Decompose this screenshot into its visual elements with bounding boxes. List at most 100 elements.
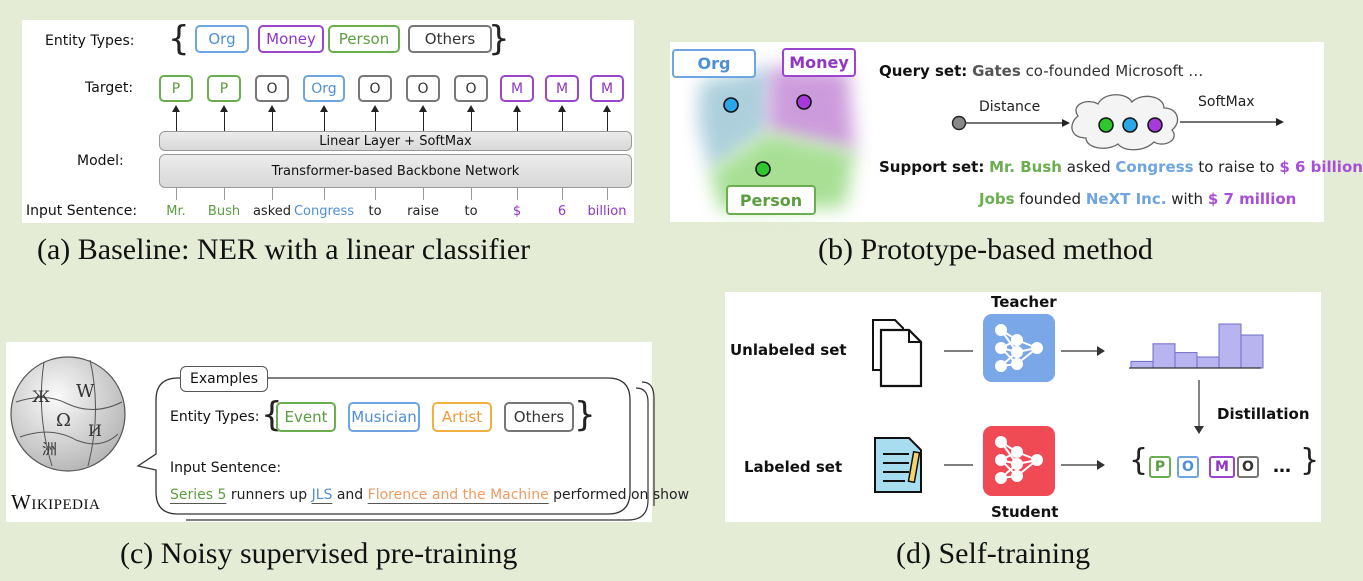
- brace-right-c: }: [574, 395, 596, 435]
- caption-b: (b) Prototype-based method: [818, 233, 1153, 266]
- input-word-7: $: [512, 204, 522, 219]
- input-word-5: raise: [407, 204, 439, 219]
- histogram-bar-4: [1218, 323, 1242, 369]
- output-arrow-2: [268, 105, 276, 131]
- distance-label: Distance: [979, 99, 1041, 115]
- model-label: Model:: [77, 153, 124, 169]
- caption-d: (d) Self-training: [896, 537, 1091, 570]
- output-arrow-6: [467, 105, 475, 131]
- input-tick-2: [272, 188, 273, 200]
- input-tick-3: [324, 188, 325, 200]
- target-green-0: P: [159, 75, 193, 102]
- caption-c: (c) Noisy supervised pre-training: [120, 537, 518, 570]
- output-arrow-3: [320, 105, 328, 131]
- support2-run-1: founded: [1014, 190, 1086, 208]
- input-word-2: asked: [252, 204, 292, 219]
- support1-run-4: $ 6 billion: [1279, 158, 1363, 176]
- tag-blue-1: O: [1177, 456, 1199, 478]
- input-sentence-label-c: Input Sentence:: [170, 460, 282, 476]
- input-word-6: to: [464, 204, 478, 219]
- target-purple-7: M: [500, 75, 534, 102]
- distillation-label: Distillation: [1217, 405, 1310, 423]
- svg-text:W: W: [76, 381, 95, 402]
- input-sentence-c: Series 5 runners up JLS and Florence and…: [170, 487, 689, 503]
- tag-gray-3: O: [1237, 456, 1259, 478]
- brace-right-d: }: [1300, 443, 1320, 478]
- soft-label-histogram: [1130, 323, 1264, 369]
- entity-types-label-c: Entity Types:: [170, 409, 260, 425]
- input-word-8: 6: [557, 204, 567, 219]
- histogram-bar-2: [1174, 352, 1198, 369]
- histogram-bar-1: [1152, 343, 1176, 369]
- support2-run-0: Jobs: [979, 190, 1015, 208]
- output-arrow-4: [371, 105, 379, 131]
- tag-purple-2: M: [1209, 456, 1235, 478]
- tags-ellipsis: …: [1273, 456, 1291, 477]
- entity-type-c-others: Others: [504, 402, 574, 432]
- backbone-network: Transformer-based Backbone Network: [159, 154, 632, 188]
- input-tick-8: [562, 188, 563, 200]
- output-arrow-9: [603, 105, 611, 131]
- target-gray-6: O: [454, 75, 488, 102]
- input-word-4: to: [368, 204, 382, 219]
- wikipedia-wordmark: Wikipedia: [11, 490, 101, 514]
- entity-type-others: Others: [408, 25, 492, 53]
- support1-run-1: asked: [1061, 158, 1116, 176]
- input-word-1: Bush: [207, 204, 241, 219]
- svg-text:Ж: Ж: [32, 387, 50, 406]
- target-blue-3: Org: [303, 75, 345, 102]
- input-tick-0: [176, 188, 177, 200]
- input-tick-6: [471, 188, 472, 200]
- entity-type-person: Person: [328, 25, 400, 53]
- sentence-run-3: and: [332, 487, 368, 503]
- entity-type-c-artist: Artist: [432, 402, 492, 432]
- brace-right: }: [488, 19, 510, 59]
- caption-a: (a) Baseline: NER with a linear classifi…: [37, 233, 531, 266]
- entity-type-c-event: Event: [276, 402, 336, 432]
- target-gray-4: O: [358, 75, 392, 102]
- input-tick-4: [375, 188, 376, 200]
- target-gray-2: O: [255, 75, 289, 102]
- input-word-0: Mr.: [166, 204, 186, 219]
- sentence-run-5: performed on show: [548, 487, 690, 503]
- support2-run-4: $ 7 million: [1207, 190, 1297, 208]
- support2-run-2: NeXT Inc.: [1085, 190, 1167, 208]
- support1-run-0: Mr. Bush: [989, 158, 1062, 176]
- tag-green-0: P: [1149, 456, 1171, 478]
- input-tick-5: [423, 188, 424, 200]
- panel-b: Org Money Person Query set: Gates co-fou…: [670, 42, 1363, 222]
- input-tick-7: [517, 188, 518, 200]
- svg-text:Ω: Ω: [56, 410, 71, 431]
- labeled-set-label: Labeled set: [744, 458, 843, 476]
- brace-left: {: [168, 19, 190, 59]
- output-arrow-1: [220, 105, 228, 131]
- support-sentence-1: Mr. Bush asked Congress to raise to $ 6 …: [989, 158, 1363, 176]
- support-sentence-2: Jobs founded NeXT Inc. with $ 7 million: [979, 190, 1296, 208]
- histogram-bar-0: [1130, 360, 1154, 369]
- org-prototype-label: Org: [672, 49, 756, 78]
- query-set: Query set: Gates co-founded Microsoft …: [879, 62, 1203, 80]
- svg-text:И: И: [88, 421, 102, 440]
- support1-run-2: Congress: [1115, 158, 1194, 176]
- query-set-label: Query set:: [879, 62, 968, 80]
- entity-type-c-musician: Musician: [348, 402, 420, 432]
- output-arrow-7: [513, 105, 521, 131]
- sentence-run-1: runners up: [226, 487, 312, 503]
- output-arrow-8: [558, 105, 566, 131]
- target-green-1: P: [207, 75, 241, 102]
- sentence-run-2: JLS: [311, 487, 333, 503]
- examples-tab: Examples: [180, 366, 268, 392]
- input-word-9: billion: [587, 204, 627, 219]
- self-training-diagram: [872, 314, 1264, 496]
- money-prototype-label: Money: [782, 48, 856, 77]
- target-gray-5: O: [406, 75, 440, 102]
- query-entity: Gates: [972, 62, 1021, 80]
- entity-type-org: Org: [195, 25, 249, 53]
- sentence-run-4: Florence and the Machine: [367, 487, 549, 503]
- documents-icon: [872, 319, 923, 388]
- panel-d: Teacher Student Unlabeled set Labeled se…: [725, 292, 1321, 522]
- student-label: Student: [991, 503, 1059, 521]
- histogram-bar-5: [1240, 334, 1264, 369]
- support-set-line1: Support set: Mr. Bush asked Congress to …: [879, 158, 1363, 176]
